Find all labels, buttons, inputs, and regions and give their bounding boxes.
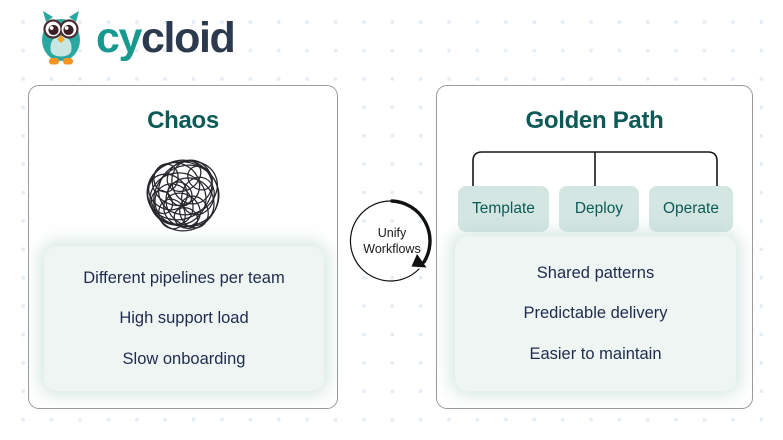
chaos-points-panel: Different pipelines per team High suppor… — [44, 246, 324, 391]
stage-box-deploy[interactable]: Deploy — [558, 186, 639, 232]
list-item: Easier to maintain — [529, 344, 662, 363]
list-item: Predictable delivery — [523, 304, 668, 323]
chaos-title: Chaos — [147, 107, 219, 134]
unify-workflows-badge: Unify Workflows — [347, 196, 437, 286]
list-item: Shared patterns — [536, 263, 655, 282]
stage-box-row: Template Deploy Operate — [458, 186, 733, 232]
circular-arrow-icon — [349, 199, 432, 282]
unify-label-line2: Workflows — [363, 242, 421, 256]
golden-path-points-panel: Shared patterns Predictable delivery Eas… — [455, 236, 736, 391]
list-item: Slow onboarding — [122, 349, 246, 368]
brand-name-part2: cloid — [141, 13, 236, 62]
golden-path-card: Golden Path Template Deploy Operate Shar… — [436, 85, 753, 409]
golden-path-title: Golden Path — [525, 107, 664, 134]
brand-logo: cycloid — [36, 8, 236, 68]
unify-workflows-label: Unify Workflows — [347, 196, 437, 286]
brand-name-part1: cy — [96, 13, 142, 62]
stage-box-operate[interactable]: Operate — [648, 186, 733, 232]
list-item: High support load — [119, 309, 249, 328]
brand-wordmark: cycloid — [96, 13, 236, 62]
stage-connector-tree — [472, 151, 718, 188]
unify-label-line1: Unify — [377, 225, 407, 240]
list-item: Different pipelines per team — [83, 268, 285, 287]
owl-icon — [42, 11, 80, 65]
tangled-scribble-icon — [146, 159, 220, 232]
chaos-card: Chaos Different pipelines per team — [28, 85, 338, 409]
stage-box-template[interactable]: Template — [458, 186, 549, 232]
